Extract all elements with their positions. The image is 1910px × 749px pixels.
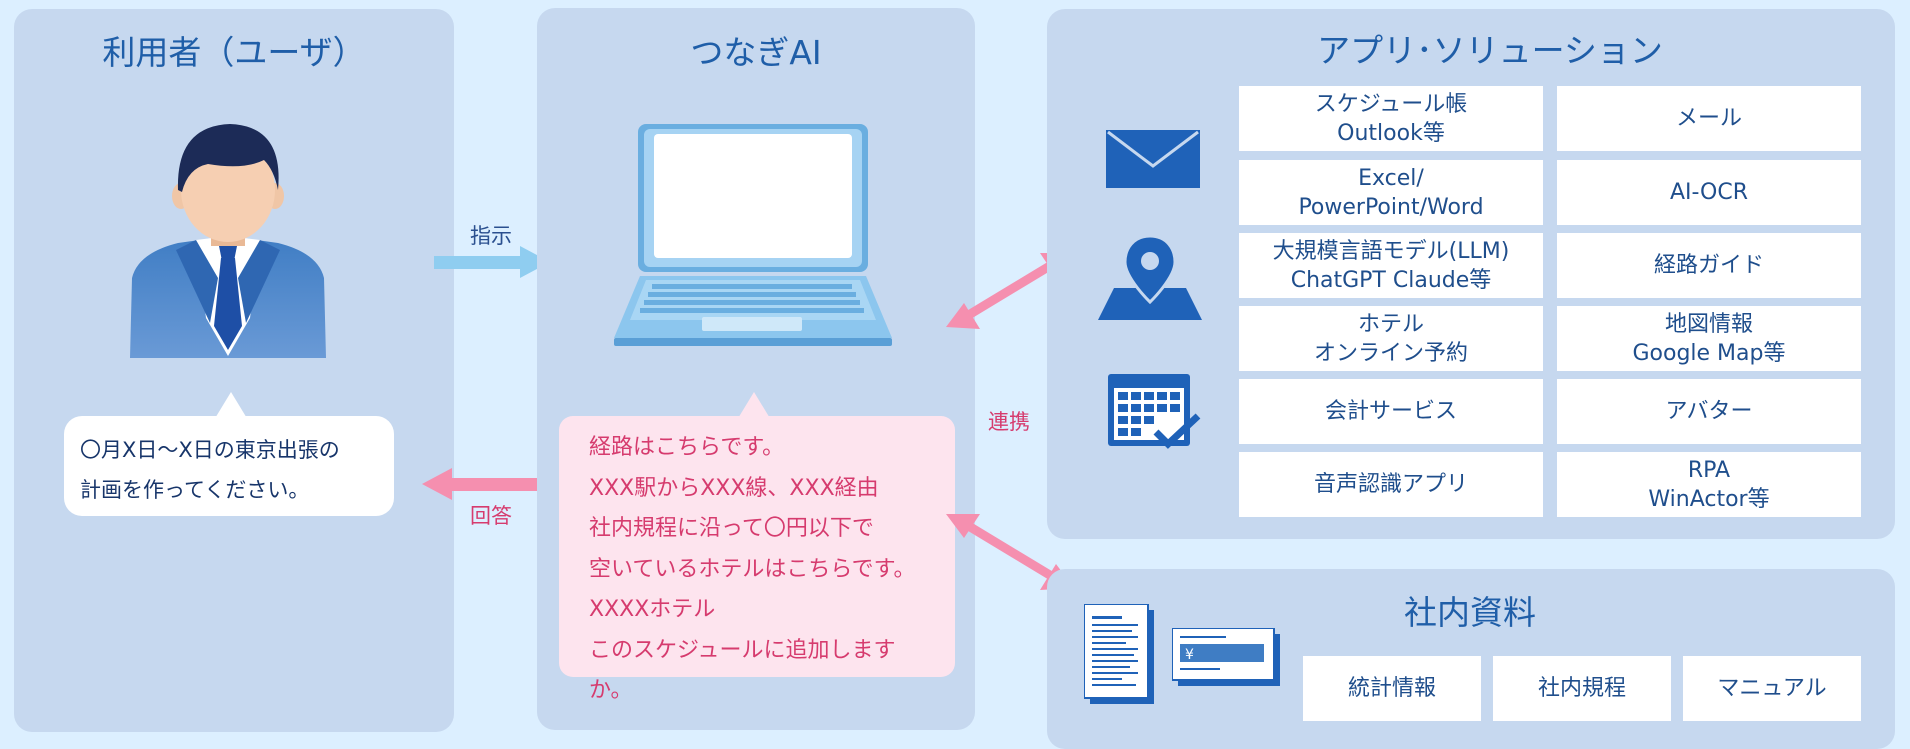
answer-label: 回答	[470, 504, 512, 528]
app-cell-office[interactable]: Excel/ PowerPoint/Word	[1239, 160, 1543, 225]
app-cell-hotel[interactable]: ホテル オンライン予約	[1239, 306, 1543, 371]
doc-cell-regulations[interactable]: 社内規程	[1493, 656, 1671, 721]
instruction-label: 指示	[470, 224, 512, 248]
app-cell-map[interactable]: 地図情報 Google Map等	[1557, 306, 1861, 371]
app-cell-avatar[interactable]: アバター	[1557, 379, 1861, 444]
app-cell-ai-ocr[interactable]: AI-OCR	[1557, 160, 1861, 225]
response-tail	[737, 392, 771, 420]
app-cell-mail[interactable]: メール	[1557, 86, 1861, 151]
user-panel-title: 利用者（ユーザ）	[102, 33, 366, 72]
mail-icon	[1106, 130, 1200, 188]
answer-arrow	[422, 468, 538, 500]
instruction-arrow	[434, 246, 550, 278]
app-cell-rpa[interactable]: RPA WinActor等	[1557, 452, 1861, 517]
map-pin-icon	[1098, 236, 1202, 320]
ai-response-bubble: 経路はこちらです。 XXX駅からXXX線、XXX経由 社内規程に沿って〇円以下で…	[559, 416, 955, 703]
link-label: 連携	[988, 410, 1030, 434]
speech-tail	[214, 392, 248, 420]
document-icon	[1084, 604, 1154, 704]
user-request-bubble: 〇月X日～X日の東京出張の 計画を作ってください。	[64, 416, 394, 516]
app-cell-llm[interactable]: 大規模言語モデル(LLM) ChatGPT Claude等	[1239, 233, 1543, 298]
app-cell-route-guide[interactable]: 経路ガイド	[1557, 233, 1861, 298]
app-cell-speech[interactable]: 音声認識アプリ	[1239, 452, 1543, 517]
laptop-icon	[614, 124, 892, 346]
receipt-yen-symbol: ¥	[1185, 647, 1194, 663]
app-cell-accounting[interactable]: 会計サービス	[1239, 379, 1543, 444]
apps-panel-title: アプリ･ソリューション	[1317, 31, 1663, 70]
docs-panel-title: 社内資料	[1404, 593, 1536, 632]
calendar-check-icon	[1108, 374, 1201, 449]
receipt-icon: ¥	[1172, 628, 1280, 686]
ai-panel-title: つなぎAI	[690, 33, 822, 72]
businessman-icon	[130, 124, 326, 358]
app-cell-schedule[interactable]: スケジュール帳 Outlook等	[1239, 86, 1543, 151]
doc-cell-manual[interactable]: マニュアル	[1683, 656, 1861, 721]
doc-cell-statistics[interactable]: 統計情報	[1303, 656, 1481, 721]
